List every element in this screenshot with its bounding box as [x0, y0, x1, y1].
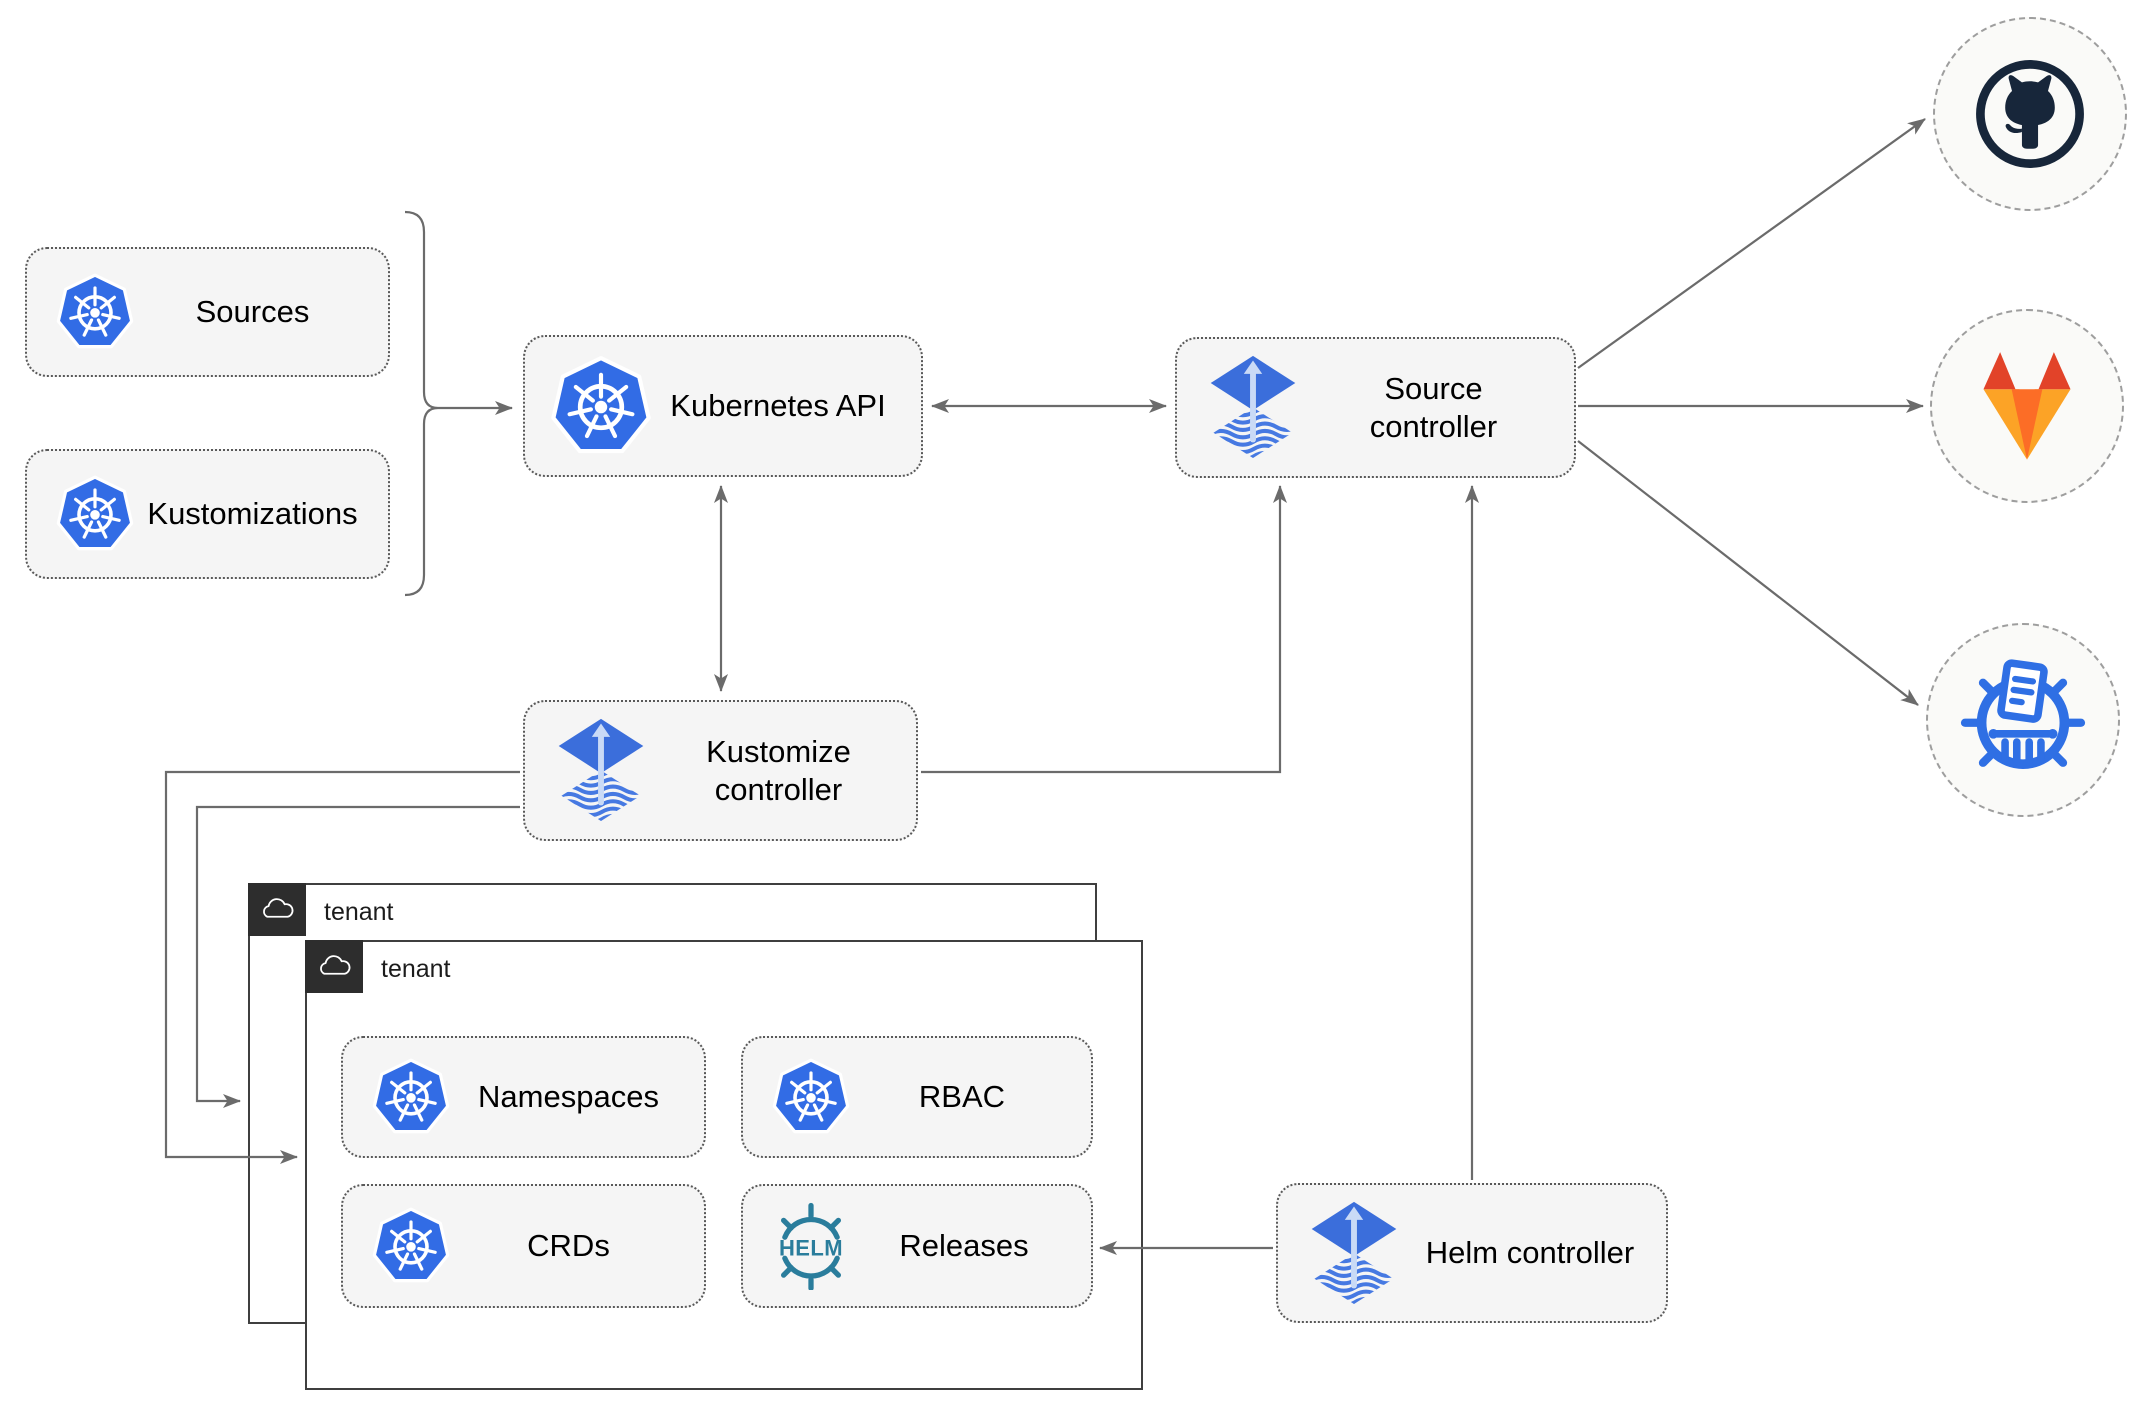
node-kubernetes-api: Kubernetes API [523, 335, 923, 477]
node-kustomizations: Kustomizations [25, 449, 390, 579]
node-releases: HELM Releases [741, 1184, 1093, 1308]
gitlab-icon [1963, 347, 2091, 465]
node-label: Kubernetes API [670, 388, 886, 424]
flux-icon [555, 718, 647, 823]
github-icon [1968, 52, 2092, 176]
arrow-kustomize-to-source-controller [921, 485, 1287, 774]
kubernetes-icon [55, 272, 135, 352]
arrow-source-to-chartmuseum [1577, 440, 1919, 706]
node-namespaces: Namespaces [341, 1036, 706, 1158]
flux-icon [1308, 1201, 1400, 1306]
arrow-source-to-github [1577, 118, 1926, 369]
bracket-sources-kustomizations [404, 210, 439, 597]
chartmuseum-icon [1954, 651, 2092, 789]
node-sources: Sources [25, 247, 390, 377]
node-label: Namespaces [478, 1079, 659, 1115]
node-label: Sources [195, 294, 310, 330]
tenant-header [248, 883, 306, 936]
kubernetes-icon [55, 474, 135, 554]
node-label: Kustomizations [147, 496, 358, 532]
tenant-group-front: tenant [305, 940, 1143, 1390]
flux-icon [1207, 355, 1299, 460]
node-label: Helm controller [1425, 1235, 1635, 1271]
endpoint-github [1933, 17, 2127, 211]
tenant-label: tenant [324, 898, 394, 926]
endpoint-chartmuseum [1926, 623, 2120, 817]
tenant-header [305, 940, 363, 993]
node-kustomize-controller: Kustomize controller [523, 700, 918, 841]
kubernetes-icon [771, 1057, 851, 1137]
cloud-icon [316, 952, 352, 982]
helm-icon: HELM [767, 1202, 855, 1290]
node-helm-controller: Helm controller [1276, 1183, 1668, 1323]
tenant-label: tenant [381, 955, 451, 983]
kubernetes-icon [371, 1206, 451, 1286]
node-label: Kustomize controller [706, 733, 851, 807]
helm-wordmark: HELM [779, 1236, 843, 1261]
node-label: Releases [899, 1228, 1029, 1264]
node-rbac: RBAC [741, 1036, 1093, 1158]
endpoint-gitlab [1930, 309, 2124, 503]
node-label: Source controller [1369, 370, 1498, 444]
node-label: CRDs [527, 1228, 610, 1264]
node-source-controller: Source controller [1175, 337, 1576, 478]
kubernetes-icon [371, 1057, 451, 1137]
node-label: RBAC [918, 1079, 1006, 1115]
kubernetes-icon [549, 354, 653, 458]
node-crds: CRDs [341, 1184, 706, 1308]
cloud-icon [259, 895, 295, 925]
